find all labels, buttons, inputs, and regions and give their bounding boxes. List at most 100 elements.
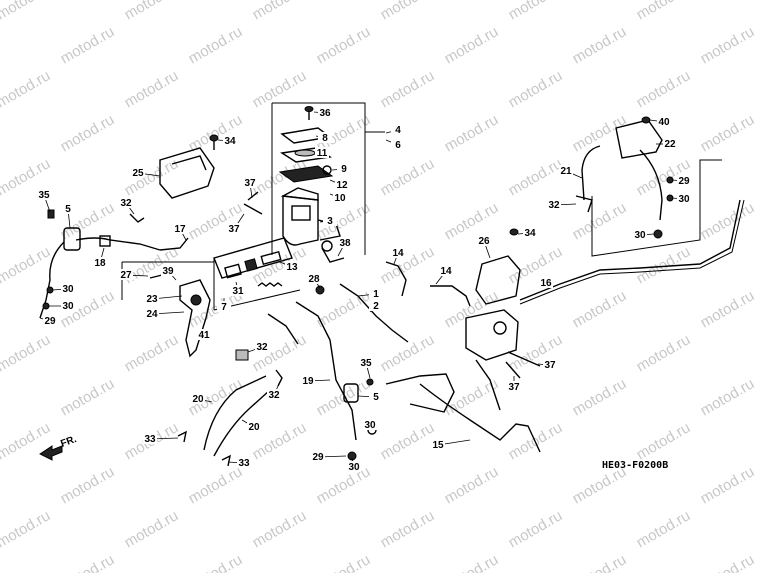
pipe-16 — [519, 199, 741, 301]
callout-bg — [369, 391, 383, 402]
callout-bg — [143, 433, 157, 444]
hose-14-a — [385, 261, 407, 297]
callout-bg — [191, 393, 205, 404]
callout-number: 33 — [238, 458, 250, 469]
callout-number: 21 — [560, 166, 572, 177]
watermark-text: motod.ru — [634, 67, 694, 111]
callout-bg — [247, 421, 261, 432]
callout-bg — [337, 163, 351, 174]
bolt-40 — [641, 116, 651, 124]
callout-number: 18 — [94, 258, 106, 269]
callout-bg — [391, 247, 405, 258]
callout-number: 11 — [317, 148, 328, 159]
callout-number: 34 — [224, 136, 236, 147]
reservoir-window — [291, 205, 311, 221]
callout-bg — [243, 177, 257, 188]
callout-number: 32 — [120, 198, 132, 209]
callout-bg — [391, 139, 405, 150]
watermark-text: motod.ru — [698, 375, 758, 419]
cover-25-ridge — [171, 155, 207, 171]
watermark-text: motod.ru — [442, 551, 502, 573]
callout-number: 14 — [392, 248, 404, 259]
callout-bg — [369, 288, 383, 299]
callout-number: 36 — [319, 108, 331, 119]
watermark-text: motod.ru — [0, 0, 53, 23]
callout-bg — [323, 215, 337, 226]
callout-bg — [547, 199, 561, 210]
callout-number: 40 — [658, 117, 670, 128]
bolt-34-upper — [209, 134, 219, 142]
watermark-text: motod.ru — [58, 551, 118, 573]
callout-number: 32 — [256, 342, 268, 353]
callout-bg — [359, 357, 373, 368]
callout-bg — [335, 179, 349, 190]
callout-bg — [677, 175, 691, 186]
clip-33-a — [177, 430, 187, 443]
pedal-arm — [475, 359, 501, 411]
watermark-text: motod.ru — [442, 111, 502, 155]
watermark-text: motod.ru — [442, 287, 502, 331]
callout-number: 30 — [62, 301, 74, 312]
callout-number: 10 — [334, 193, 346, 204]
watermark-text: motod.ru — [186, 463, 246, 507]
watermark-text: motod.ru — [506, 67, 566, 111]
watermark-text: motod.ru — [762, 0, 764, 23]
right-cylinder-port — [493, 321, 507, 335]
bolt-37-right-a — [507, 351, 541, 367]
pipe-17 — [159, 237, 189, 251]
bolt-28 — [315, 285, 325, 295]
callout-bg — [523, 227, 537, 238]
callout-bg — [439, 265, 453, 276]
watermark-text: motod.ru — [250, 67, 310, 111]
callout-bg — [61, 203, 75, 214]
callout-bg — [119, 197, 133, 208]
watermark-text: motod.ru — [442, 199, 502, 243]
callout-number: 41 — [198, 330, 210, 341]
callout-bg — [173, 223, 187, 234]
watermark-text: motod.ru — [698, 287, 758, 331]
watermark-text: motod.ru — [634, 507, 694, 551]
callout-number: 34 — [524, 228, 536, 239]
callout-number: 35 — [360, 358, 372, 369]
callout-number: 29 — [312, 452, 324, 463]
callout-bg — [131, 167, 145, 178]
watermark-text: motod.ru — [58, 111, 118, 155]
hose-20-b — [213, 389, 271, 457]
watermark-text: motod.ru — [0, 331, 53, 375]
callout-number: 29 — [678, 176, 690, 187]
banjo-ring — [321, 240, 333, 252]
callout-bg — [333, 192, 347, 203]
watermark-text: motod.ru — [378, 243, 438, 287]
callout-number: 9 — [341, 164, 347, 175]
bolt-37-left — [243, 203, 263, 215]
bracket-15 — [385, 373, 455, 413]
master-cylinder-right — [465, 309, 519, 361]
pipe-16-inner — [519, 199, 745, 305]
callout-bg — [145, 293, 159, 304]
callout-bg — [285, 261, 299, 272]
watermark-text: motod.ru — [378, 507, 438, 551]
callout-number: 28 — [308, 274, 320, 285]
callout-bg — [363, 419, 377, 430]
callout-bg — [315, 147, 329, 158]
hose-19 — [295, 301, 357, 441]
clip-33-b — [221, 454, 231, 467]
bracket-22 — [615, 119, 663, 159]
callout-number: 37 — [244, 178, 256, 189]
watermark-text: motod.ru — [442, 23, 502, 67]
callout-number: 26 — [478, 236, 490, 247]
hose-down-left — [39, 241, 65, 319]
callout-bg — [543, 359, 557, 370]
callout-number: 37 — [508, 382, 520, 393]
callout-bg — [431, 439, 445, 450]
callout-number: 38 — [339, 238, 351, 249]
watermark-text: motod.ru — [378, 419, 438, 463]
line-art — [39, 102, 745, 467]
watermark-text: motod.ru — [570, 199, 630, 243]
callout-layer: 3681191210338133174634253737355321718303… — [37, 107, 691, 473]
callout-bg — [369, 300, 383, 311]
cover-25 — [159, 147, 215, 199]
watermark-text: motod.ru — [442, 375, 502, 419]
